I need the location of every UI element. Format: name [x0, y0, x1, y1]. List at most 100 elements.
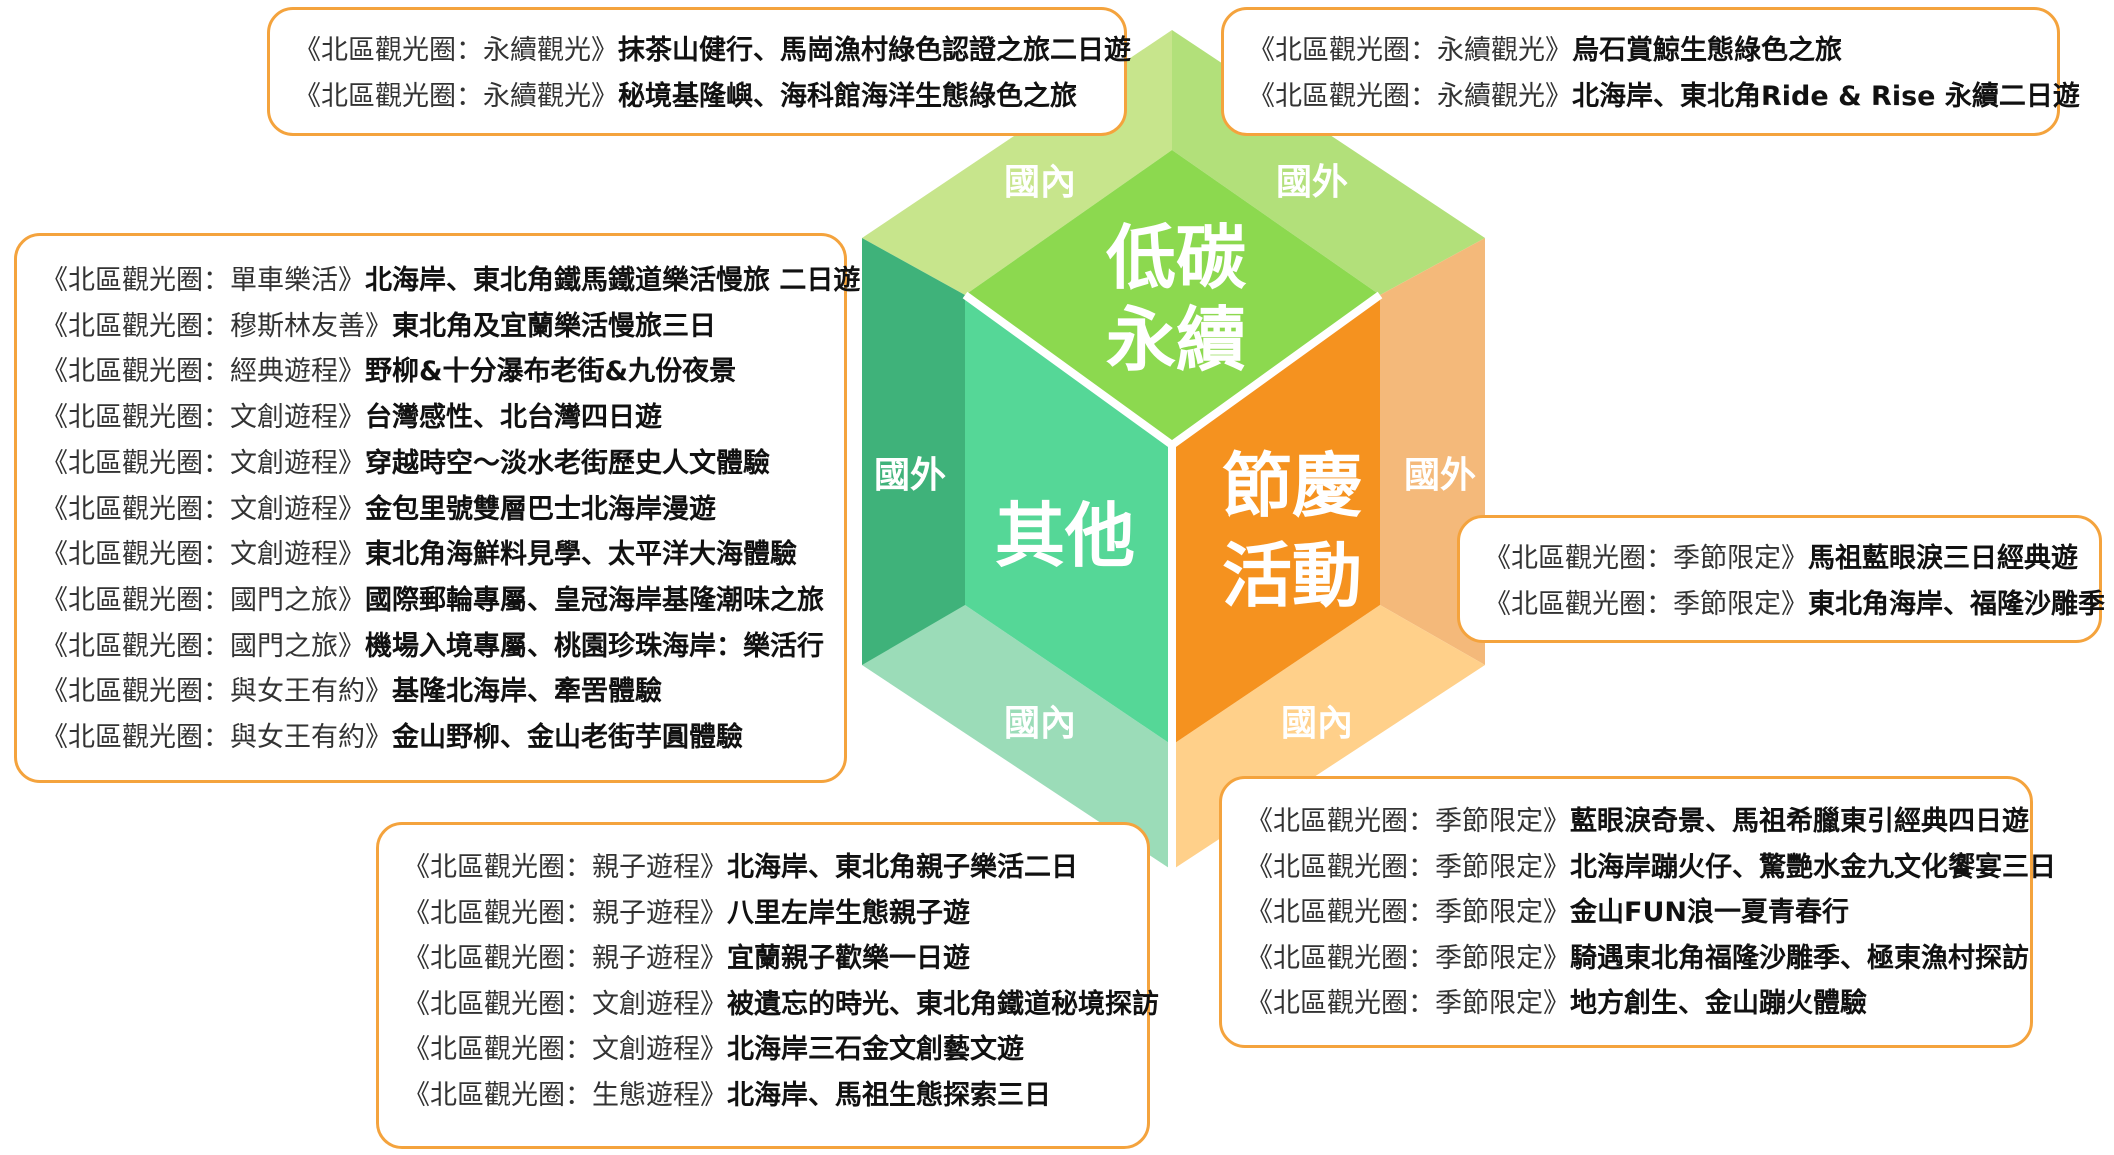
sustainable-title-line1: 低碳: [1106, 217, 1247, 299]
itinerary-category: 《北區觀光圈：季節限定》: [1246, 897, 1570, 929]
sustainable-title-line2: 永續: [1106, 299, 1246, 381]
itinerary-item: 《北區觀光圈：季節限定》東北角海岸、福隆沙雕季: [1484, 582, 2105, 628]
festival-domestic-itineraries-box: 《北區觀光圈：季節限定》藍眼淚奇景、馬祖希臘東引經典四日遊《北區觀光圈：季節限定…: [1219, 776, 2056, 1048]
itinerary-title: 國際郵輪專屬、皇冠海岸基隆潮味之旅: [365, 584, 824, 616]
itinerary-item: 《北區觀光圈：生態遊程》北海岸、馬祖生態探索三日: [403, 1073, 1147, 1119]
itinerary-category: 《北區觀光圈：單車樂活》: [41, 265, 365, 296]
itinerary-list: 《北區觀光圈：永續觀光》烏石賞鯨生態綠色之旅《北區觀光圈：永續觀光》北海岸、東北…: [1248, 28, 2080, 120]
itinerary-title: 機場入境專屬、桃園珍珠海岸：樂活行: [365, 630, 824, 662]
itinerary-category: 《北區觀光圈：文創遊程》: [403, 988, 727, 1020]
itinerary-title: 台灣感性、北台灣四日遊: [365, 402, 662, 434]
itinerary-list: 《北區觀光圈：親子遊程》北海岸、東北角親子樂活二日《北區觀光圈：親子遊程》八里左…: [403, 845, 1159, 1119]
itinerary-title: 北海岸、東北角Ride & Rise 永續二日遊: [1572, 80, 2080, 112]
itinerary-category: 《北區觀光圈：國門之旅》: [41, 630, 365, 662]
itinerary-title: 東北角海岸、福隆沙雕季: [1808, 588, 2105, 620]
itinerary-item: 《北區觀光圈：季節限定》北海岸蹦火仔、驚艷水金九文化饗宴三日: [1246, 845, 2056, 891]
itinerary-category: 《北區觀光圈：文創遊程》: [41, 493, 365, 525]
festival-title-line2: 活動: [1222, 535, 1362, 617]
itinerary-title: 地方創生、金山蹦火體驗: [1570, 988, 1867, 1020]
other-domestic-itineraries-box: 《北區觀光圈：親子遊程》北海岸、東北角親子樂活二日《北區觀光圈：親子遊程》八里左…: [376, 822, 1159, 1149]
itinerary-title: 北海岸蹦火仔、驚艷水金九文化饗宴三日: [1570, 851, 2056, 883]
itinerary-item: 《北區觀光圈：永續觀光》抹茶山健行、馬崗漁村綠色認證之旅二日遊: [294, 28, 1131, 74]
itinerary-item: 《北區觀光圈：國門之旅》機場入境專屬、桃園珍珠海岸：樂活行: [41, 624, 844, 670]
itinerary-category: 《北區觀光圈：永續觀光》: [294, 35, 618, 66]
sustainable-core-panel: [965, 150, 1380, 445]
itinerary-category: 《北區觀光圈：親子遊程》: [403, 943, 727, 975]
itinerary-title: 北海岸三石金文創藝文遊: [727, 1034, 1024, 1066]
itinerary-item: 《北區觀光圈：文創遊程》台灣感性、北台灣四日遊: [41, 395, 844, 441]
itinerary-item: 《北區觀光圈：國門之旅》國際郵輪專屬、皇冠海岸基隆潮味之旅: [41, 578, 844, 624]
itinerary-category: 《北區觀光圈：經典遊程》: [41, 356, 365, 388]
itinerary-item: 《北區觀光圈：季節限定》地方創生、金山蹦火體驗: [1246, 981, 2030, 1027]
itinerary-title: 北海岸、東北角親子樂活二日: [727, 852, 1078, 883]
itinerary-title: 騎遇東北角福隆沙雕季、極東漁村探訪: [1570, 942, 2029, 974]
itinerary-list: 《北區觀光圈：季節限定》藍眼淚奇景、馬祖希臘東引經典四日遊《北區觀光圈：季節限定…: [1246, 799, 2056, 1027]
festival-overseas-itineraries-box: 《北區觀光圈：季節限定》馬祖藍眼淚三日經典遊《北區觀光圈：季節限定》東北角海岸、…: [1457, 515, 2105, 643]
itinerary-item: 《北區觀光圈：文創遊程》東北角海鮮料見學、太平洋大海體驗: [41, 532, 844, 578]
itinerary-item: 《北區觀光圈：文創遊程》金包里號雙層巴士北海岸漫遊: [41, 487, 844, 533]
itinerary-category: 《北區觀光圈：文創遊程》: [403, 1034, 727, 1066]
itinerary-title: 八里左岸生態親子遊: [727, 897, 970, 929]
itinerary-item: 《北區觀光圈：親子遊程》八里左岸生態親子遊: [403, 891, 1147, 937]
itinerary-category: 《北區觀光圈：永續觀光》: [294, 80, 618, 112]
itinerary-category: 《北區觀光圈：季節限定》: [1246, 942, 1570, 974]
festival-title-line1: 節慶: [1222, 445, 1362, 527]
itinerary-category: 《北區觀光圈：生態遊程》: [403, 1079, 727, 1111]
other-overseas-label: 國外: [874, 455, 946, 496]
itinerary-item: 《北區觀光圈：穆斯林友善》東北角及宜蘭樂活慢旅三日: [41, 304, 844, 350]
other-overseas-band: [862, 238, 965, 665]
itinerary-title: 金山野柳、金山老街芋圓體驗: [392, 722, 743, 754]
festival-overseas-label: 國外: [1404, 455, 1476, 496]
itinerary-title: 金包里號雙層巴士北海岸漫遊: [365, 493, 716, 525]
itinerary-item: 《北區觀光圈：永續觀光》烏石賞鯨生態綠色之旅: [1248, 28, 2057, 74]
itinerary-item: 《北區觀光圈：季節限定》馬祖藍眼淚三日經典遊: [1484, 536, 2099, 582]
itinerary-category: 《北區觀光圈：文創遊程》: [41, 447, 365, 479]
itinerary-item: 《北區觀光圈：永續觀光》北海岸、東北角Ride & Rise 永續二日遊: [1248, 74, 2080, 120]
itinerary-title: 野柳&十分瀑布老街&九份夜景: [365, 356, 737, 388]
itinerary-category: 《北區觀光圈：親子遊程》: [403, 852, 727, 883]
itinerary-title: 金山FUN浪一夏青春行: [1570, 897, 1849, 929]
itinerary-category: 《北區觀光圈：永續觀光》: [1248, 35, 1572, 66]
itinerary-title: 宜蘭親子歡樂一日遊: [727, 943, 970, 975]
itinerary-title: 抹茶山健行、馬崗漁村綠色認證之旅二日遊: [618, 35, 1131, 66]
itinerary-category: 《北區觀光圈：永續觀光》: [1248, 80, 1572, 112]
itinerary-title: 穿越時空～淡水老街歷史人文體驗: [365, 447, 770, 479]
itinerary-item: 《北區觀光圈：經典遊程》野柳&十分瀑布老街&九份夜景: [41, 349, 844, 395]
other-domestic-label: 國內: [1004, 703, 1076, 744]
itinerary-item: 《北區觀光圈：與女王有約》基隆北海岸、牽罟體驗: [41, 669, 844, 715]
itinerary-category: 《北區觀光圈：文創遊程》: [41, 539, 365, 571]
itinerary-category: 《北區觀光圈：國門之旅》: [41, 584, 365, 616]
itinerary-list: 《北區觀光圈：永續觀光》抹茶山健行、馬崗漁村綠色認證之旅二日遊《北區觀光圈：永續…: [294, 28, 1131, 120]
sustainable-domestic-label: 國內: [1004, 162, 1076, 203]
itinerary-item: 《北區觀光圈：永續觀光》秘境基隆嶼、海科館海洋生態綠色之旅: [294, 74, 1124, 120]
itinerary-category: 《北區觀光圈：季節限定》: [1246, 851, 1570, 883]
itinerary-title: 藍眼淚奇景、馬祖希臘東引經典四日遊: [1570, 806, 2029, 837]
itinerary-item: 《北區觀光圈：季節限定》藍眼淚奇景、馬祖希臘東引經典四日遊: [1246, 799, 2030, 845]
itinerary-title: 馬祖藍眼淚三日經典遊: [1808, 543, 2078, 574]
sustainable-overseas-label: 國外: [1276, 162, 1348, 203]
itinerary-item: 《北區觀光圈：與女王有約》金山野柳、金山老街芋圓體驗: [41, 715, 844, 761]
itinerary-title: 北海岸、東北角鐵馬鐵道樂活慢旅 二日遊: [365, 265, 861, 296]
itinerary-item: 《北區觀光圈：文創遊程》穿越時空～淡水老街歷史人文體驗: [41, 441, 844, 487]
itinerary-category: 《北區觀光圈：親子遊程》: [403, 897, 727, 929]
itinerary-category: 《北區觀光圈：季節限定》: [1246, 806, 1570, 837]
itinerary-item: 《北區觀光圈：季節限定》金山FUN浪一夏青春行: [1246, 890, 2030, 936]
other-overseas-itineraries-box: 《北區觀光圈：單車樂活》北海岸、東北角鐵馬鐵道樂活慢旅 二日遊《北區觀光圈：穆斯…: [14, 233, 860, 783]
itinerary-item: 《北區觀光圈：單車樂活》北海岸、東北角鐵馬鐵道樂活慢旅 二日遊: [41, 258, 860, 304]
itinerary-list: 《北區觀光圈：單車樂活》北海岸、東北角鐵馬鐵道樂活慢旅 二日遊《北區觀光圈：穆斯…: [41, 258, 860, 761]
itinerary-category: 《北區觀光圈：穆斯林友善》: [41, 310, 392, 342]
itinerary-category: 《北區觀光圈：文創遊程》: [41, 402, 365, 434]
festival-domestic-label: 國內: [1281, 703, 1353, 744]
itinerary-title: 東北角及宜蘭樂活慢旅三日: [392, 310, 716, 342]
itinerary-title: 基隆北海岸、牽罟體驗: [392, 676, 662, 708]
itinerary-item: 《北區觀光圈：文創遊程》被遺忘的時光、東北角鐵道秘境探訪: [403, 982, 1159, 1028]
sustainable-domestic-itineraries-box: 《北區觀光圈：永續觀光》抹茶山健行、馬崗漁村綠色認證之旅二日遊《北區觀光圈：永續…: [267, 7, 1131, 136]
itinerary-category: 《北區觀光圈：與女王有約》: [41, 676, 392, 708]
itinerary-title: 烏石賞鯨生態綠色之旅: [1572, 35, 1842, 66]
itinerary-item: 《北區觀光圈：親子遊程》北海岸、東北角親子樂活二日: [403, 845, 1147, 891]
itinerary-category: 《北區觀光圈：季節限定》: [1484, 588, 1808, 620]
itinerary-item: 《北區觀光圈：文創遊程》北海岸三石金文創藝文遊: [403, 1027, 1147, 1073]
itinerary-item: 《北區觀光圈：季節限定》騎遇東北角福隆沙雕季、極東漁村探訪: [1246, 936, 2030, 982]
itinerary-title: 北海岸、馬祖生態探索三日: [727, 1079, 1051, 1111]
itinerary-title: 被遺忘的時光、東北角鐵道秘境探訪: [727, 988, 1159, 1020]
